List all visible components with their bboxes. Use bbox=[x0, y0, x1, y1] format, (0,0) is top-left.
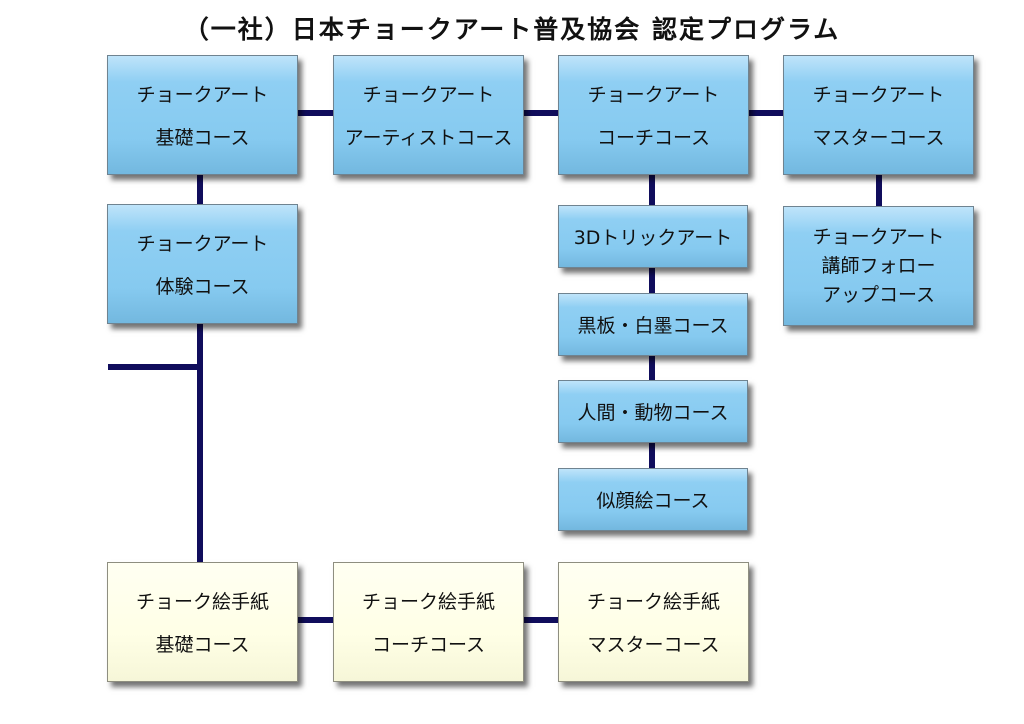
course-chalk-art-master: チョークアート マスターコース bbox=[783, 55, 974, 175]
course-line-2: コーチコース bbox=[371, 634, 486, 656]
course-line-1: チョークアート bbox=[362, 84, 495, 106]
course-portrait: 似顔絵コース bbox=[558, 468, 748, 531]
course-line-2: マスターコース bbox=[812, 127, 945, 149]
course-line-2: 講師フォロー bbox=[821, 254, 936, 277]
course-chalk-letter-coach: チョーク絵手紙 コーチコース bbox=[333, 562, 524, 682]
course-blackboard-chalk: 黒板・白墨コース bbox=[558, 293, 748, 356]
course-label: 3Dトリックアート bbox=[573, 227, 733, 249]
course-line-1: チョークアート bbox=[136, 233, 269, 255]
course-line-2: 基礎コース bbox=[155, 127, 250, 149]
connector-trick-art-blackboard bbox=[649, 268, 655, 294]
course-line-1: チョークアート bbox=[136, 84, 269, 106]
connector-trial-letter-basic bbox=[197, 323, 203, 563]
course-line-2: アーティストコース bbox=[344, 127, 513, 149]
connector-master-follow-up bbox=[876, 175, 882, 207]
connector-artist-coach bbox=[523, 110, 559, 116]
course-chalk-letter-master: チョーク絵手紙 マスターコース bbox=[558, 562, 749, 682]
connector-basic-artist bbox=[298, 110, 334, 116]
course-line-1: チョークアート bbox=[587, 84, 720, 106]
course-chalk-art-coach: チョークアート コーチコース bbox=[558, 55, 749, 175]
course-chalk-art-instructor-follow-up: チョークアート 講師フォロー アップコース bbox=[783, 206, 974, 326]
course-line-1: チョーク絵手紙 bbox=[586, 591, 720, 613]
connector-branch-left bbox=[108, 364, 200, 370]
course-chalk-art-basic: チョークアート 基礎コース bbox=[107, 55, 298, 175]
course-chalk-art-trial: チョークアート 体験コース bbox=[107, 204, 298, 324]
course-line-1: チョークアート bbox=[812, 84, 945, 106]
course-label: 似顔絵コース bbox=[596, 490, 710, 512]
page-title: （一社）日本チョークアート普及協会 認定プログラム bbox=[183, 15, 841, 44]
course-people-animals: 人間・動物コース bbox=[558, 380, 748, 443]
course-3d-trick-art: 3Dトリックアート bbox=[558, 205, 748, 268]
course-line-2: コーチコース bbox=[596, 127, 711, 149]
course-chalk-art-artist: チョークアート アーティストコース bbox=[333, 55, 524, 175]
connector-basic-trial bbox=[197, 175, 203, 205]
course-line-2: 基礎コース bbox=[155, 634, 250, 656]
course-chalk-letter-basic: チョーク絵手紙 基礎コース bbox=[107, 562, 298, 682]
connector-coach-master bbox=[748, 110, 784, 116]
connector-people-portrait bbox=[649, 443, 655, 469]
course-line-2: マスターコース bbox=[587, 634, 720, 656]
connector-coach-trick-art bbox=[649, 175, 655, 205]
connector-blackboard-people bbox=[649, 355, 655, 381]
course-label: 黒板・白墨コース bbox=[577, 315, 729, 337]
connector-letter-coach-master bbox=[523, 617, 559, 623]
course-line-1: チョークアート bbox=[812, 225, 945, 248]
course-label: 人間・動物コース bbox=[577, 402, 729, 424]
course-line-2: 体験コース bbox=[155, 276, 250, 298]
course-line-1: チョーク絵手紙 bbox=[135, 591, 269, 613]
course-line-1: チョーク絵手紙 bbox=[361, 591, 495, 613]
course-line-3: アップコース bbox=[821, 283, 936, 306]
connector-letter-basic-coach bbox=[298, 617, 334, 623]
